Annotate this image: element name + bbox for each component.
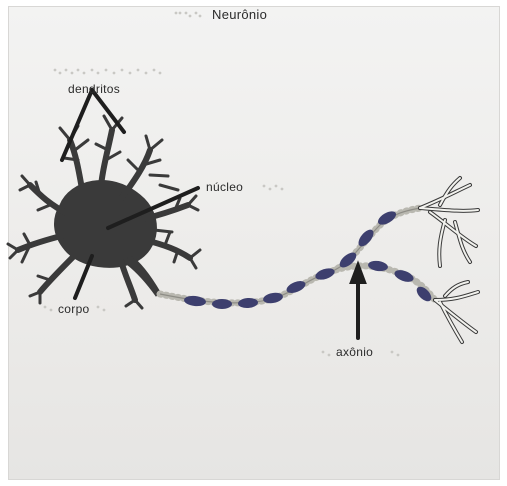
diagram-title: Neurônio — [212, 8, 267, 22]
myelin-sheath — [184, 209, 434, 309]
nucleus-label: núcleo — [206, 180, 243, 194]
dendrites-label: dendritos — [68, 82, 120, 96]
axon-label: axônio — [336, 345, 373, 359]
body-label: corpo — [58, 302, 90, 316]
